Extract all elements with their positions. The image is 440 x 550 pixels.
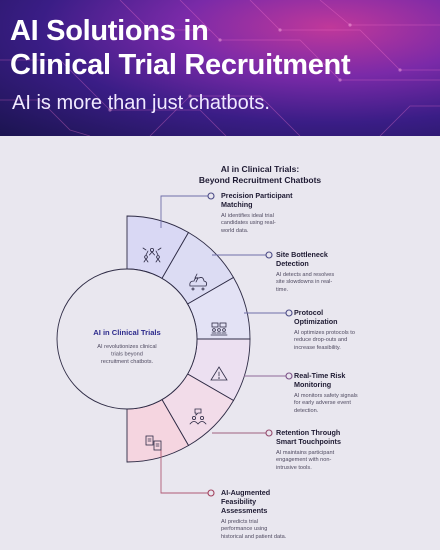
diagram-heading-line1: AI in Clinical Trials: [220, 164, 300, 174]
item-site-bottleneck: Site Bottleneck Detection AI detects and… [276, 250, 376, 294]
item-desc-line: AI identifies ideal trial [221, 213, 274, 219]
dot-protocol-optimization [285, 309, 293, 317]
item-title-line: Site Bottleneck [276, 250, 328, 259]
warning-triangle-icon [210, 366, 228, 381]
item-desc-line: world data. [221, 227, 249, 234]
circuit-lines-decoration [0, 0, 440, 136]
item-title-line: Detection [276, 259, 309, 268]
item-retention-title: Retention Through Smart Touchpoints [276, 428, 376, 446]
item-desc-line: intrusive tools. [276, 464, 312, 471]
item-precision-matching-title: Precision Participant Matching [221, 191, 321, 209]
item-protocol-optimization-desc: AI optimizes protocols to reduce drop-ou… [294, 330, 394, 352]
hero-subtitle: AI is more than just chatbots. [12, 92, 270, 114]
item-title-line: Feasibility [221, 497, 257, 506]
item-site-bottleneck-desc: AI detects and resolves site slowdowns i… [276, 272, 376, 294]
item-title-line: Protocol [294, 308, 324, 317]
center-title: AI in Clinical Trials [93, 328, 161, 337]
item-title-line: AI-Augmented [221, 488, 271, 497]
diagram: AI in Clinical Trials: Beyond Recruitmen… [0, 136, 440, 550]
item-feasibility-title: AI-Augmented Feasibility Assessments [221, 488, 321, 515]
diagram-heading-line2: Beyond Recruitment Chatbots [198, 175, 322, 185]
item-desc-line: detection. [294, 407, 319, 414]
item-desc-line: time. [276, 286, 289, 293]
item-desc-line: AI predicts trial [221, 519, 258, 525]
item-desc-line: AI detects and resolves [276, 272, 335, 278]
item-title-line: Monitoring [294, 380, 332, 389]
item-desc-line: AI optimizes protocols to [294, 330, 355, 336]
documents-icon [145, 435, 162, 451]
dot-site-bottleneck [265, 251, 273, 259]
dot-precision-matching [207, 192, 215, 200]
item-title-line: Matching [221, 200, 253, 209]
item-title-line: Optimization [294, 317, 338, 326]
item-desc-line: site slowdowns in real- [276, 279, 333, 286]
item-site-bottleneck-title: Site Bottleneck Detection [276, 250, 376, 268]
team-desk-icon [210, 322, 228, 336]
item-risk-monitoring-title: Real-Time Risk Monitoring [294, 371, 394, 389]
item-title-line: Smart Touchpoints [276, 437, 341, 446]
dot-feasibility [207, 489, 215, 497]
cloud-lightning-icon [189, 273, 208, 291]
item-desc-line: AI maintains participant [276, 450, 335, 456]
item-title-line: Precision Participant [221, 191, 293, 200]
item-desc-line: increase feasibility. [294, 344, 341, 351]
center-desc-line2: trials beyond [111, 352, 143, 358]
item-desc-line: AI monitors safety signals [294, 393, 358, 399]
item-feasibility-desc: AI predicts trial performance using hist… [221, 519, 321, 541]
hero-title-line1: AI Solutions in [10, 15, 209, 47]
people-network-icon [142, 247, 162, 263]
item-desc-line: candidates using real- [221, 220, 276, 227]
hero-banner: AI Solutions in Clinical Trial Recruitme… [0, 0, 440, 136]
diagram-heading: AI in Clinical Trials: Beyond Recruitmen… [150, 164, 370, 186]
item-precision-matching-desc: AI identifies ideal trial candidates usi… [221, 213, 321, 235]
dot-retention [265, 429, 273, 437]
item-title-line: Retention Through [276, 428, 341, 437]
connector-feasibility [160, 450, 208, 494]
item-precision-matching: Precision Participant Matching AI identi… [221, 191, 321, 235]
item-retention-desc: AI maintains participant engagement with… [276, 450, 376, 472]
item-desc-line: performance using [221, 526, 268, 533]
item-protocol-optimization-title: Protocol Optimization [294, 308, 394, 326]
item-protocol-optimization: Protocol Optimization AI optimizes proto… [294, 308, 394, 352]
diagram-graphic: AI in Clinical Trials AI revolutionizes … [56, 192, 293, 497]
center-desc-line3: recruitment chatbots. [101, 359, 154, 365]
dot-risk-monitoring [285, 372, 293, 380]
item-desc-line: engagement with non- [276, 457, 332, 464]
item-desc-line: for early adverse event [294, 400, 351, 407]
item-title-line: Assessments [221, 506, 268, 515]
people-chat-icon [189, 408, 207, 425]
item-desc-line: reduce drop-outs and [294, 337, 348, 344]
hero-title-line2: Clinical Trial Recruitment [10, 49, 351, 81]
connector-precision-matching [160, 195, 208, 228]
center-circle [56, 268, 198, 410]
item-retention: Retention Through Smart Touchpoints AI m… [276, 428, 376, 472]
hero-title: AI Solutions in Clinical Trial Recruitme… [10, 14, 435, 82]
item-risk-monitoring-desc: AI monitors safety signals for early adv… [294, 393, 394, 415]
item-desc-line: historical and patient data. [221, 533, 287, 540]
item-feasibility: AI-Augmented Feasibility Assessments AI … [221, 488, 321, 541]
item-risk-monitoring: Real-Time Risk Monitoring AI monitors sa… [294, 371, 394, 415]
item-title-line: Real-Time Risk [294, 371, 346, 380]
center-desc-line1: AI revolutionizes clinical [97, 344, 156, 350]
